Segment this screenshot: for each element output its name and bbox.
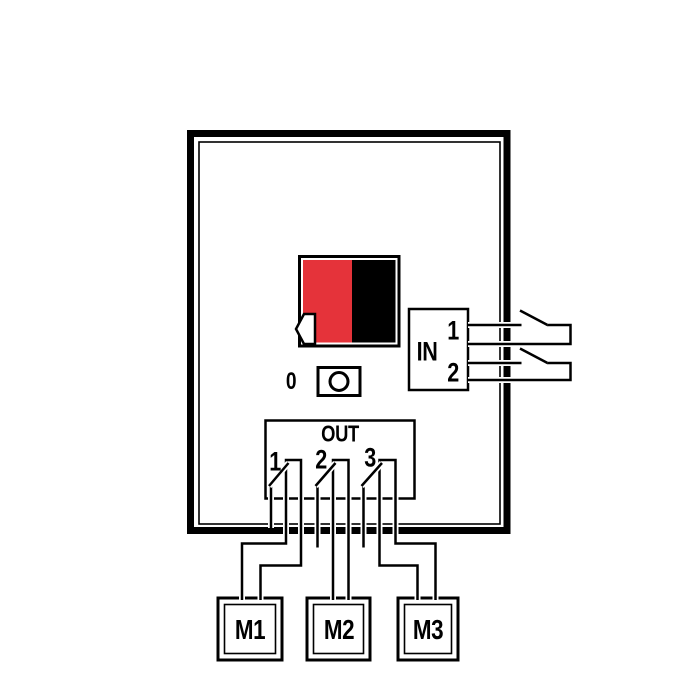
- in1-wire-return: [468, 323, 572, 346]
- out-terminal-block: [264, 419, 416, 500]
- power-switch: [294, 253, 403, 350]
- motor-m2-outer: [305, 596, 372, 662]
- lamp-lens-icon: [328, 371, 350, 392]
- lamp-button-frame: [316, 366, 362, 397]
- motor-m3-inner: [403, 603, 453, 655]
- motor-m1-box: [214, 594, 286, 664]
- output-contact-3-blade: [360, 462, 383, 487]
- power-switch-border: [298, 255, 401, 348]
- indicator-zero-label: 0: [285, 367, 297, 395]
- motor-m2-label: M2: [323, 613, 354, 645]
- motor-m2-inner: [312, 603, 365, 655]
- out-terminal-1-label: 1: [268, 446, 281, 476]
- motor-m3-label: M3: [412, 613, 444, 645]
- in-block-label: IN: [416, 336, 438, 367]
- input-switch-2-blade: [519, 347, 549, 365]
- in-terminal-1-label: 1: [446, 315, 459, 346]
- in-terminal-block: [407, 307, 470, 392]
- in-terminal-2-label: 2: [447, 357, 459, 387]
- lamp-button: [314, 364, 364, 399]
- motor-m2-box: [303, 594, 374, 664]
- motor-m3-box: [394, 594, 462, 664]
- input-wiring: [468, 307, 574, 383]
- output3-wire-to-m3: [378, 458, 437, 600]
- in2-wire-return: [468, 361, 572, 382]
- input-switch-1-blade: [519, 309, 549, 327]
- out-block-label: OUT: [321, 420, 359, 447]
- out-terminal-2-label: 2: [315, 444, 327, 474]
- output-wiring: [239, 457, 439, 600]
- motor-m1-label: M1: [234, 613, 266, 645]
- motor-m1-inner: [223, 603, 277, 655]
- output2-wire-to-m2: [331, 458, 350, 600]
- output-contact-1-blade: [268, 462, 290, 487]
- motor-m1-outer: [216, 596, 284, 662]
- output-contact-2-blade: [314, 462, 337, 487]
- motor-m3-outer: [396, 596, 460, 662]
- output1-wire-to-m1: [240, 458, 303, 600]
- left-arrow-notch-icon: [294, 312, 317, 346]
- out-terminal-3-label: 3: [363, 442, 376, 472]
- power-switch-black-half: [352, 257, 399, 346]
